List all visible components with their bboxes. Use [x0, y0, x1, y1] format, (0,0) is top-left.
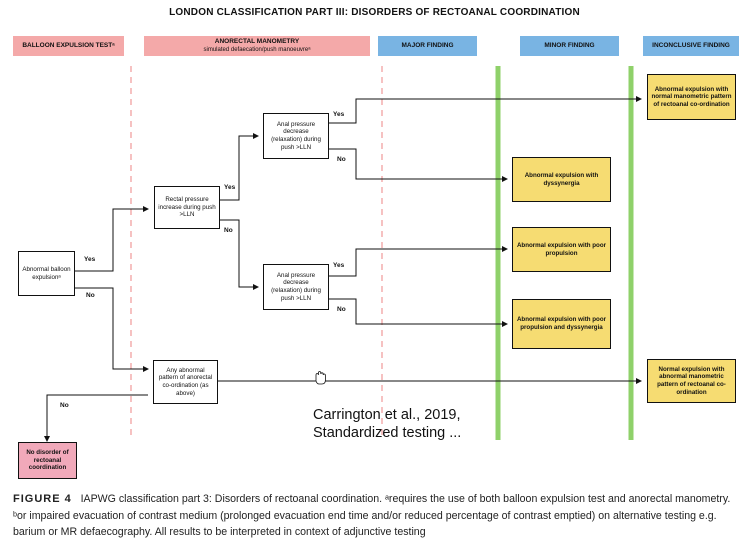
header-anorectal-manometry: ANORECTAL MANOMETRY simulated defaecatio… — [144, 36, 370, 56]
figure-caption-text: IAPWG classification part 3: Disorders o… — [13, 493, 731, 538]
header-balloon-expulsion: BALLOON EXPULSION TESTᵃ — [13, 36, 124, 56]
header-minor-finding: MINOR FINDING — [520, 36, 619, 56]
outcome-normal-manometric-pattern: Abnormal expulsion with normal manometri… — [647, 74, 736, 120]
header-major-finding: MAJOR FINDING — [378, 36, 477, 56]
outcome-poor-propulsion-dyssynergia: Abnormal expulsion with poor propulsion … — [512, 299, 611, 349]
edge-anal-bottom-yes — [329, 246, 508, 277]
header-manometry-subtitle: simulated defaecation/push manoeuvreᵃ — [203, 47, 311, 53]
edge-label-no: No — [60, 402, 69, 409]
citation-line-1: Carrington et al., 2019, — [313, 407, 461, 423]
edge-label-no: No — [337, 156, 346, 163]
edge-label-no: No — [337, 306, 346, 313]
edge-anal-bottom-no — [329, 298, 508, 327]
outcome-normal-expulsion: Normal expulsion with abnormal manometri… — [647, 359, 736, 403]
outcome-poor-propulsion: Abnormal expulsion with poor propulsion — [512, 227, 611, 272]
header-inconclusive-finding: INCONCLUSIVE FINDING — [643, 36, 739, 56]
hand-cursor-icon — [315, 371, 326, 385]
edge-label-yes: Yes — [333, 111, 345, 118]
outcome-no-disorder: No disorder of rectoanal coordination — [18, 442, 77, 479]
outcome-dyssynergia: Abnormal expulsion with dyssynergia — [512, 157, 611, 202]
edge-label-yes: Yes — [224, 184, 236, 191]
node-any-abnormal-pattern: Any abnormal pattern of anorectal co-ord… — [153, 360, 218, 404]
citation-line-2: Standardized testing ... — [313, 425, 462, 441]
edge-balloon-yes — [61, 206, 149, 272]
node-rectal-pressure-increase: Rectal pressure increase during push >LL… — [154, 186, 220, 229]
edge-balloon-no — [75, 287, 149, 372]
edge-anal-top-yes — [329, 96, 642, 124]
edge-anal-top-no — [329, 148, 508, 182]
diagram-title: LONDON CLASSIFICATION PART III: DISORDER… — [169, 7, 580, 18]
edge-label-yes: Yes — [84, 256, 96, 263]
edge-label-yes: Yes — [333, 262, 345, 269]
node-anal-pressure-decrease-top: Anal pressure decrease (relaxation) duri… — [263, 113, 329, 159]
edge-any-abnormal-no — [44, 394, 148, 442]
edge-label-no: No — [86, 292, 95, 299]
header-manometry-title: ANORECTAL MANOMETRY — [214, 38, 300, 45]
figure-label: FIGURE 4 — [13, 493, 72, 505]
node-anal-pressure-decrease-bottom: Anal pressure decrease (relaxation) duri… — [263, 264, 329, 310]
edge-rectal-yes — [220, 133, 259, 201]
edge-label-no: No — [224, 227, 233, 234]
node-abnormal-balloon-expulsion: Abnormal balloon expulsionᵃ — [18, 251, 75, 296]
figure-caption: FIGURE 4 IAPWG classification part 3: Di… — [13, 491, 738, 541]
citation-overlay: Carrington et al., 2019, Standardized te… — [313, 406, 461, 442]
edge-rectal-no — [220, 219, 259, 290]
